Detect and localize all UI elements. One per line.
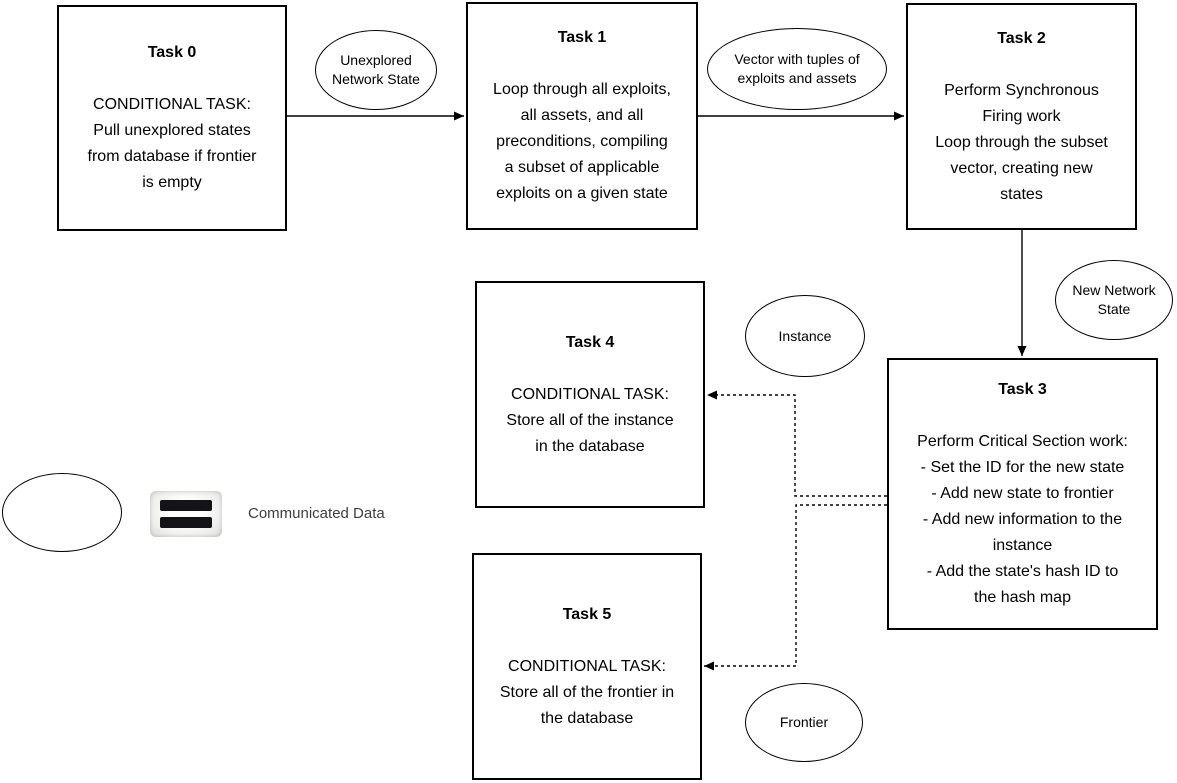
task-0-title: Task 0 [147, 44, 197, 61]
equals-bar-top [160, 500, 212, 511]
task-1-body: Loop through all exploits, all assets, a… [493, 81, 671, 202]
task-0-body: CONDITIONAL TASK: Pull unexplored states… [87, 96, 257, 191]
task-1-box: Task 1 Loop through all exploits, all as… [466, 2, 698, 230]
data-node-unexplored-network-state: Unexplored Network State [315, 30, 437, 110]
data-node-new-network-state: New Network State [1055, 260, 1173, 340]
task-5-body: CONDITIONAL TASK: Store all of the front… [499, 657, 675, 727]
data-node-frontier: Frontier [745, 683, 863, 762]
equals-icon [150, 491, 222, 537]
equals-bar-bottom [160, 517, 212, 528]
data-node-vector-with-tuples: Vector with tuples of exploits and asset… [707, 28, 887, 110]
task-2-box: Task 2 Perform Synchronous Firing work L… [906, 3, 1137, 230]
task-4-box: Task 4 CONDITIONAL TASK: Store all of th… [475, 281, 705, 508]
legend-ellipse-symbol [2, 473, 122, 552]
task-2-body: Perform Synchronous Firing work Loop thr… [935, 81, 1108, 203]
task-4-title: Task 4 [565, 333, 615, 351]
task-5-box: Task 5 CONDITIONAL TASK: Store all of th… [472, 553, 702, 780]
task-3-title: Task 3 [998, 381, 1047, 398]
dashed-arrow-task3-to-task5 [704, 504, 887, 671]
task-2-title: Task 2 [997, 29, 1046, 47]
task-3-box: Task 3 Perform Critical Section work: - … [887, 358, 1158, 630]
legend-label: Communicated Data [248, 505, 385, 522]
data-node-instance: Instance [745, 295, 865, 377]
dashed-arrow-task3-to-task4 [707, 390, 887, 497]
task-5-title: Task 5 [562, 605, 612, 623]
task-3-body: Perform Critical Section work: - Set the… [917, 433, 1128, 606]
task-4-body: CONDITIONAL TASK: Store all of the insta… [506, 385, 674, 455]
task-1-title: Task 1 [557, 29, 607, 46]
task-0-box: Task 0 CONDITIONAL TASK: Pull unexplored… [57, 5, 287, 231]
